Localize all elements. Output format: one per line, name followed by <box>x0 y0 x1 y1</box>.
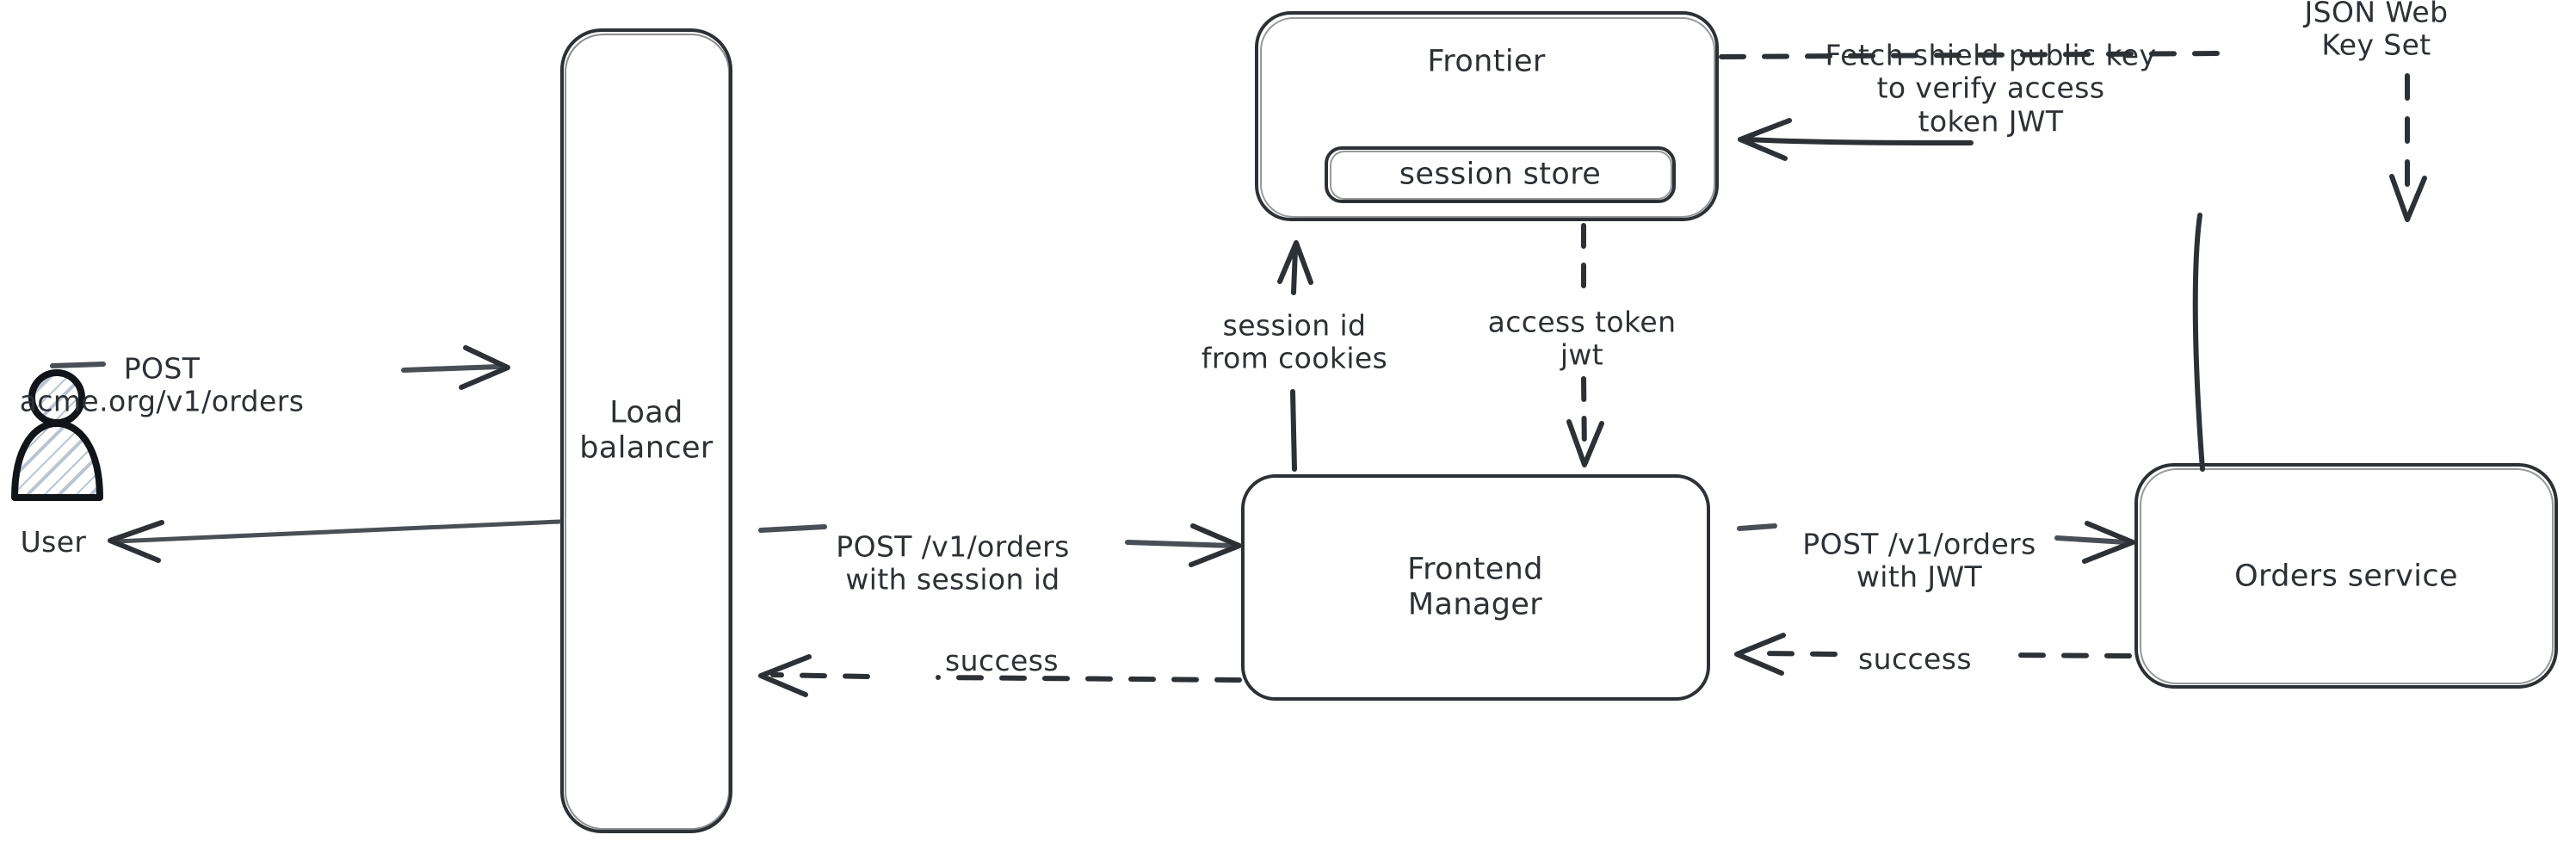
edge-orders-service-to-frontier <box>1738 118 2205 472</box>
load-balancer-label: Load balancer <box>579 395 713 465</box>
edge-label-frontier-to-frontend-manager: access token jwt <box>1487 305 1677 372</box>
orders-service-label: Orders service <box>2234 559 2458 594</box>
edge-label-frontier-to-orders-service: JSON Web Key Set <box>2304 0 2449 62</box>
user-actor-label: User <box>20 524 87 559</box>
edge-label-load-balancer-to-frontend-manager: POST /v1/orders with session id <box>836 529 1070 597</box>
edge-label-user-to-load-balancer: POST acme.org/v1/orders <box>19 351 305 418</box>
edge-label-orders-service-to-frontier: Fetch shield public key to verify access… <box>1825 38 2157 139</box>
edge-label-frontend-manager-to-load-balancer: success <box>945 643 1059 677</box>
edge-label-frontend-manager-to-frontier: session id from cookies <box>1201 308 1388 375</box>
session-store-label: session store <box>1399 157 1602 192</box>
edge-label-frontend-manager-to-orders-service: POST /v1/orders with JWT <box>1802 527 2036 594</box>
edge-label-orders-service-to-frontend-manager: success <box>1858 641 1972 676</box>
frontend-manager-label: Frontend Manager <box>1407 552 1543 621</box>
frontier-label: Frontier <box>1427 44 1546 79</box>
edge-load-balancer-to-user <box>108 519 562 563</box>
